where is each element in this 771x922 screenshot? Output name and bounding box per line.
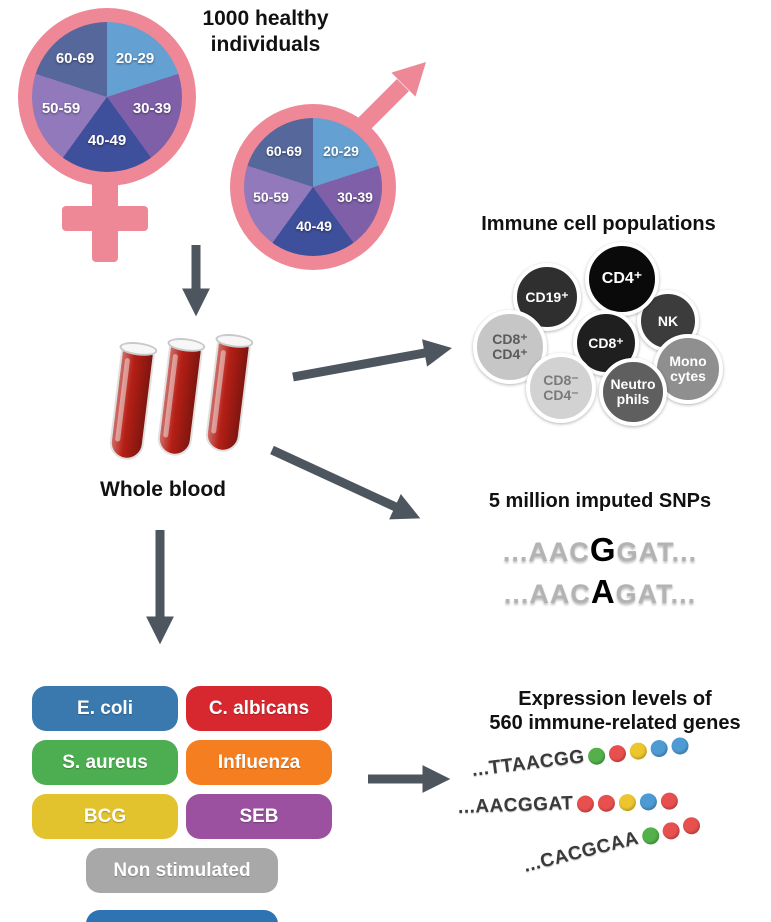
figure-title-line2: individuals [210,32,321,56]
snp-sequence-1: ...AACGGAT... [440,531,760,569]
age-segment-label: 40-49 [87,132,127,149]
snps-title: 5 million imputed SNPs [488,490,712,512]
female-symbol-crossbar [62,206,148,231]
cell-cd8neg-cd4neg: CD8⁻CD4⁻ [526,353,596,423]
cell-label: CD8⁺ [492,331,528,348]
expression-dot [649,738,669,758]
stimulus-pill-nonstimulated: Non stimulated [86,848,278,893]
stimulus-label: S. aureus [62,751,148,773]
age-segment-label: 30-39 [132,100,172,117]
expression-dot [640,792,658,811]
cell-label: CD8⁺ [588,334,624,351]
stimulus-label: SEB [239,805,279,827]
stimulus-pill-seb: SEB [186,794,332,839]
cell-label: NK [657,312,679,329]
expression-dot [640,825,661,846]
stimulus-pill-influenza: Influenza [186,740,332,785]
cell-label: Neutro [610,376,656,393]
cell-label: cytes [670,368,706,384]
expression-dot [598,794,616,812]
expression-dot [608,743,628,763]
expression-title-line2: 560 immune-related genes [489,712,741,735]
expression-dot [660,820,682,841]
age-segment-label: 20-29 [115,50,155,67]
age-segment-label: 30-39 [337,189,373,205]
expression-dot [670,735,690,755]
snp-seq-suffix: GAT... [616,537,698,567]
stimulus-pill-calbicans: C. albicans [186,686,332,731]
stimulus-label: BCG [83,805,127,827]
gene-sequence: ...AACGGAT [457,792,574,818]
cell-label: CD4⁺ [601,269,643,287]
arrow-blood-to-snps [270,445,421,520]
age-segment-label: 20-29 [323,143,359,159]
stimulus-label: C. albicans [208,697,310,719]
snp-sequence-2: ...AACAGAT... [440,573,760,611]
female-symbol: 20-29 30-39 40-49 50-59 60-69 [18,8,218,270]
snp-seq-prefix: ...AAC [502,537,590,567]
cell-label: phils [616,391,650,407]
whole-blood-label: Whole blood [100,478,226,501]
stimulus-label: E. coli [77,697,133,719]
snp-seq-prefix: ...AAC [503,579,591,609]
expression-title: Expression levels of 560 immune-related … [460,687,770,736]
snp-variant-allele: G [589,531,617,568]
female-age-pie: 20-29 30-39 40-49 50-59 60-69 [32,22,182,172]
snp-variant-allele: A [590,573,616,610]
stimulus-pill-ecoli: E. coli [32,686,178,731]
stimulus-pill-saureus: S. aureus [32,740,178,785]
expression-dot [577,794,595,813]
stimulus-pill-bcg: BCG [32,794,178,839]
cell-cd4pos: CD4⁺ [585,242,659,316]
figure-title-line1: 1000 healthy [202,7,329,30]
cell-label: CD8⁻ [543,372,579,389]
cell-label: CD19⁺ [525,288,569,305]
cell-label: CD4⁺ [492,346,528,362]
age-segment-label: 50-59 [253,189,289,205]
arrow-blood-to-cells [292,339,452,382]
expression-dot [587,746,607,766]
age-segment-label: 50-59 [41,100,81,117]
figure-title: 1000 healthy individuals [168,6,363,57]
immune-cells-title: Immune cell populations [481,213,716,235]
age-segment-label: 60-69 [55,50,95,67]
cell-label: CD4⁻ [543,387,579,403]
age-segment-label: 40-49 [296,218,332,234]
stimulus-label: Influenza [217,751,301,773]
expression-dot [619,793,637,811]
male-arrow-head [391,62,426,97]
expression-dot [681,814,702,836]
age-segment-label: 60-69 [266,143,302,159]
expression-dot [629,741,649,761]
expression-dot [661,791,679,810]
expression-title-line1: Expression levels of [518,688,712,710]
stimulus-pill-partial [86,910,278,922]
male-age-pie: 20-29 30-39 40-49 50-59 60-69 [244,118,382,256]
male-arrow-shaft [354,78,410,134]
cell-label: Mono [669,353,707,370]
snp-seq-suffix: GAT... [615,579,697,609]
stimulus-label: Non stimulated [113,859,251,881]
male-symbol: 20-29 30-39 40-49 50-59 60-69 [228,58,438,273]
